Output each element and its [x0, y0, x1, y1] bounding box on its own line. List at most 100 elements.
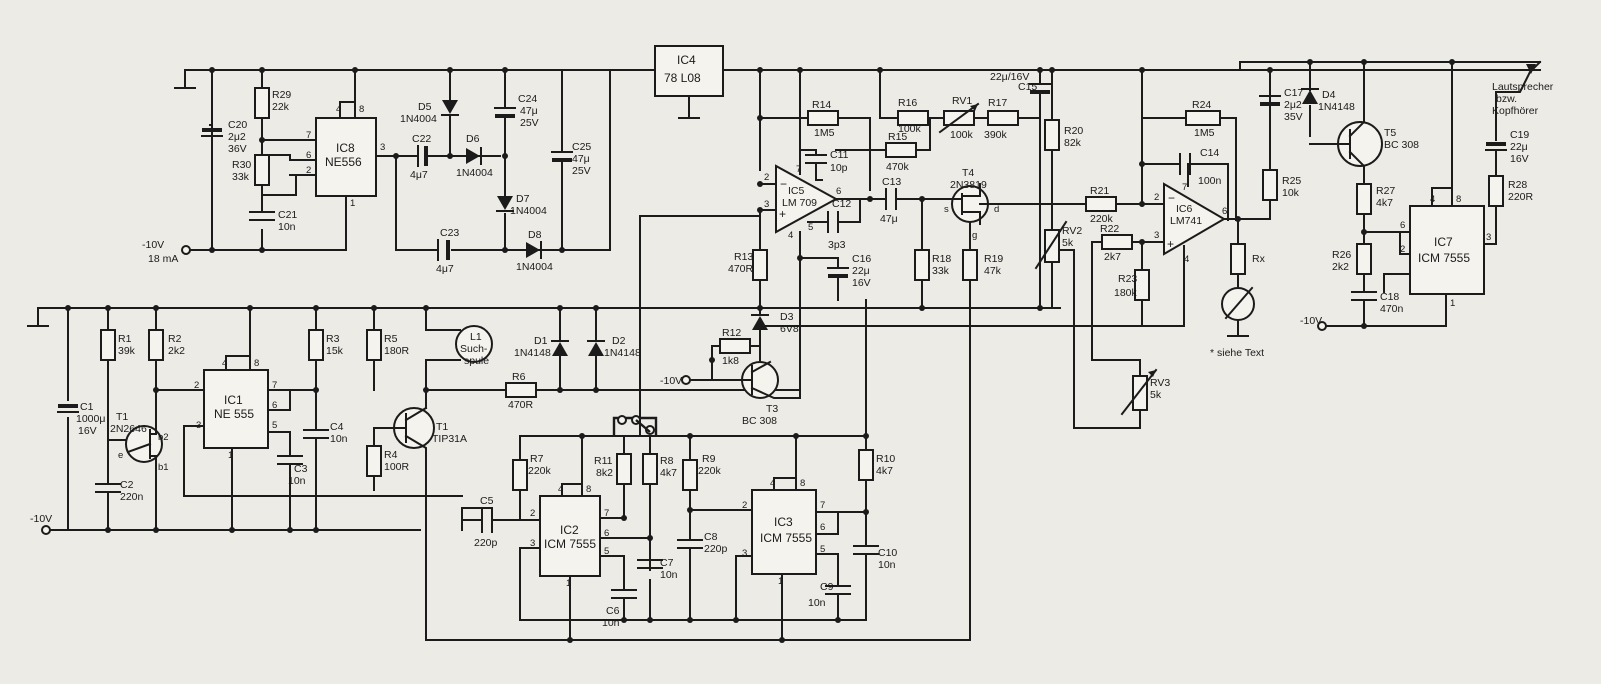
r2-body — [148, 329, 164, 361]
ic8-block: -10V 18 mA C20 2μ2 36V R29 22k R30 33k C… — [142, 69, 656, 275]
ic7-type: ICM 7555 — [1418, 251, 1470, 265]
r18-body — [914, 249, 930, 281]
r13-value: 470R — [728, 263, 754, 275]
svg-text:3: 3 — [530, 538, 535, 549]
r27-value: 4k7 — [1376, 197, 1393, 209]
r27-body — [1356, 183, 1372, 215]
svg-text:5: 5 — [808, 222, 813, 233]
t4-pin-g: g — [972, 230, 977, 241]
c21-label: C21 — [278, 209, 297, 221]
r14-value: 1M5 — [814, 127, 835, 139]
r30-body — [254, 154, 270, 186]
r1-value: 39k — [118, 345, 136, 357]
c19-label: C19 — [1510, 129, 1529, 141]
r19-body — [962, 249, 978, 281]
c3-value: 10n — [288, 475, 306, 487]
ic2-body — [539, 495, 601, 577]
r5-label: R5 — [384, 333, 398, 345]
r6-body — [505, 382, 537, 398]
c8-value: 220p — [704, 543, 728, 555]
r15-body — [885, 142, 917, 158]
search-coil-icon — [455, 325, 493, 363]
rv2-value: 5k — [1062, 237, 1074, 249]
transmitter-block: -10V C1 1000μ 16V R1 39k T1 2N2646 b2 b1… — [30, 257, 1185, 641]
ic7-neg10v-label: -10V — [1300, 315, 1322, 327]
c16-value: 22μ — [852, 265, 870, 277]
svg-text:8: 8 — [586, 484, 591, 495]
coil-label-3: spule — [464, 355, 489, 367]
c20-value: 2μ2 — [228, 131, 246, 143]
r27-label: R27 — [1376, 185, 1395, 197]
tx-neg10v-label: -10V — [30, 513, 52, 525]
c2-value: 220n — [120, 491, 144, 503]
c2-label: C2 — [120, 479, 134, 491]
c13-value: 47μ — [880, 213, 898, 225]
r18-label: R18 — [932, 253, 951, 265]
c24-voltage: 25V — [520, 117, 539, 129]
r1-body — [100, 329, 116, 361]
c22-label: C22 — [412, 133, 431, 145]
c12-value: 3p3 — [828, 239, 846, 251]
r15-label: R15 — [888, 131, 907, 143]
ic8-type: NE556 — [325, 155, 362, 169]
upper-ground-rail — [174, 69, 1541, 89]
c23-label: C23 — [440, 227, 459, 239]
r17-body — [987, 110, 1019, 126]
t4-pin-s: s — [944, 204, 949, 215]
c7-label: C7 — [660, 557, 674, 569]
c4-value: 10n — [330, 433, 348, 445]
t4-label: T4 — [962, 167, 974, 179]
d1-label: D1 — [534, 335, 548, 347]
t5-label: T5 — [1384, 127, 1396, 139]
svg-text:6: 6 — [836, 186, 841, 197]
r26-value: 2k2 — [1332, 261, 1349, 273]
t4-type: 2N3819 — [950, 179, 987, 191]
c17-voltage: 35V — [1284, 111, 1303, 123]
svg-text:8: 8 — [359, 104, 364, 115]
svg-text:6: 6 — [604, 528, 609, 539]
d8-value: 1N4004 — [516, 261, 553, 273]
receiver-amplifier: R14 1M5 IC5 LM 709 −+ 23 76 45 C11 10p C… — [728, 69, 1301, 641]
r16-body — [897, 110, 929, 126]
ic6-type: LM741 — [1170, 215, 1202, 227]
lower-ground-rail — [27, 307, 1061, 327]
svg-text:4: 4 — [222, 358, 227, 369]
r24-body — [1185, 110, 1221, 126]
svg-text:+: + — [1167, 237, 1174, 251]
c14-label: C14 — [1200, 147, 1219, 159]
r30-value: 33k — [232, 171, 250, 183]
d4-label: D4 — [1322, 89, 1336, 101]
c13-label: C13 — [882, 176, 901, 188]
c6-label: C6 — [606, 605, 620, 617]
ic7-body — [1409, 205, 1485, 295]
r3-label: R3 — [326, 333, 340, 345]
c7-value: 10n — [660, 569, 678, 581]
r3-body — [308, 329, 324, 361]
c24-label: C24 — [518, 93, 537, 105]
svg-text:3: 3 — [764, 199, 769, 210]
svg-text:8: 8 — [1456, 194, 1461, 205]
svg-text:3: 3 — [742, 548, 747, 559]
r28-label: R28 — [1508, 179, 1527, 191]
c1-voltage: 16V — [78, 425, 97, 437]
svg-text:1: 1 — [778, 576, 783, 587]
r21-body — [1085, 196, 1117, 212]
d2-label: D2 — [612, 335, 626, 347]
svg-text:1: 1 — [350, 198, 355, 209]
svg-text:5: 5 — [272, 420, 277, 431]
c18-value: 470n — [1380, 303, 1404, 315]
r14-label: R14 — [812, 99, 831, 111]
c17-label: C17 — [1284, 87, 1303, 99]
r6-label: R6 — [512, 371, 526, 383]
r24-value: 1M5 — [1194, 127, 1215, 139]
r28-value: 220R — [1508, 191, 1534, 203]
r19-value: 47k — [984, 265, 1002, 277]
d6-value: 1N4004 — [456, 167, 493, 179]
ic1-body — [203, 369, 269, 449]
ic4-type: 78 L08 — [664, 71, 701, 85]
r22-body — [1101, 234, 1133, 250]
c15-value: 22μ/16V — [990, 71, 1029, 83]
c21-value: 10n — [278, 221, 296, 233]
rv3-body — [1132, 375, 1148, 411]
r28-body — [1488, 175, 1504, 207]
